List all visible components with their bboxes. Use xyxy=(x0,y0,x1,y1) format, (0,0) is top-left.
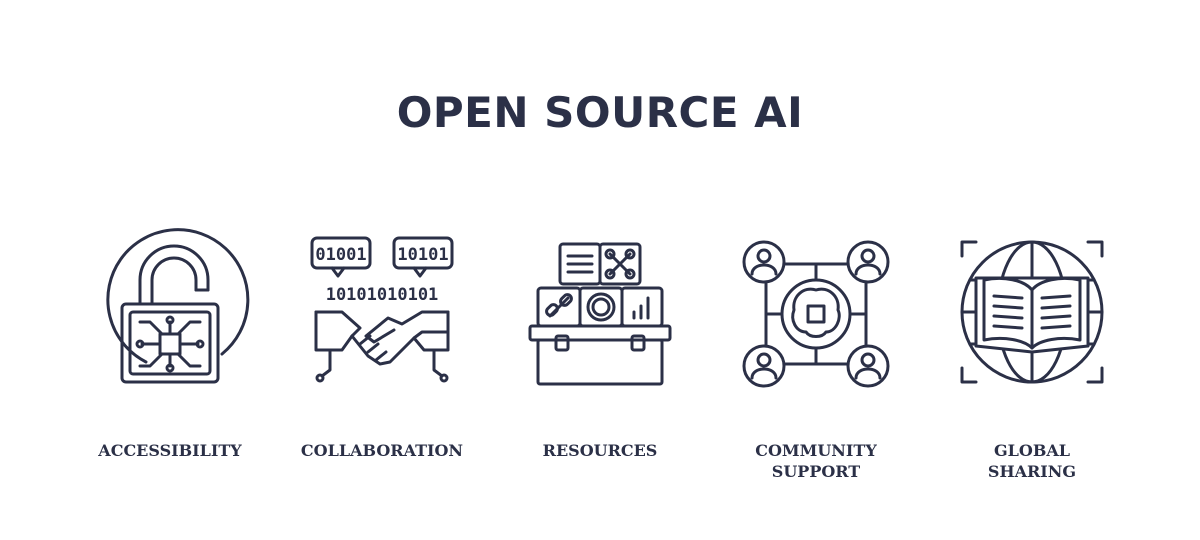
page-title: OPEN SOURCE AI xyxy=(396,88,804,137)
network-brain-people-icon xyxy=(736,232,896,392)
handshake-binary-icon: 01001 10101 10101010101 xyxy=(302,232,462,392)
label-accessibility: ACCESSIBILITY xyxy=(98,441,242,460)
label-global-sharing: GLOBAL SHARING xyxy=(987,441,1077,481)
binary-bubble-left: 01001 xyxy=(315,245,366,265)
binary-bubble-right: 10101 xyxy=(397,245,448,265)
toolbox-icon xyxy=(520,232,680,392)
binary-row: 10101010101 xyxy=(326,285,439,305)
label-collaboration: COLLABORATION xyxy=(300,441,464,460)
label-resources: RESOURCES xyxy=(542,441,658,460)
globe-book-icon xyxy=(952,232,1112,392)
unlocked-padlock-circuit-icon xyxy=(90,228,250,392)
label-community-support: COMMUNITY SUPPORT xyxy=(755,441,877,481)
